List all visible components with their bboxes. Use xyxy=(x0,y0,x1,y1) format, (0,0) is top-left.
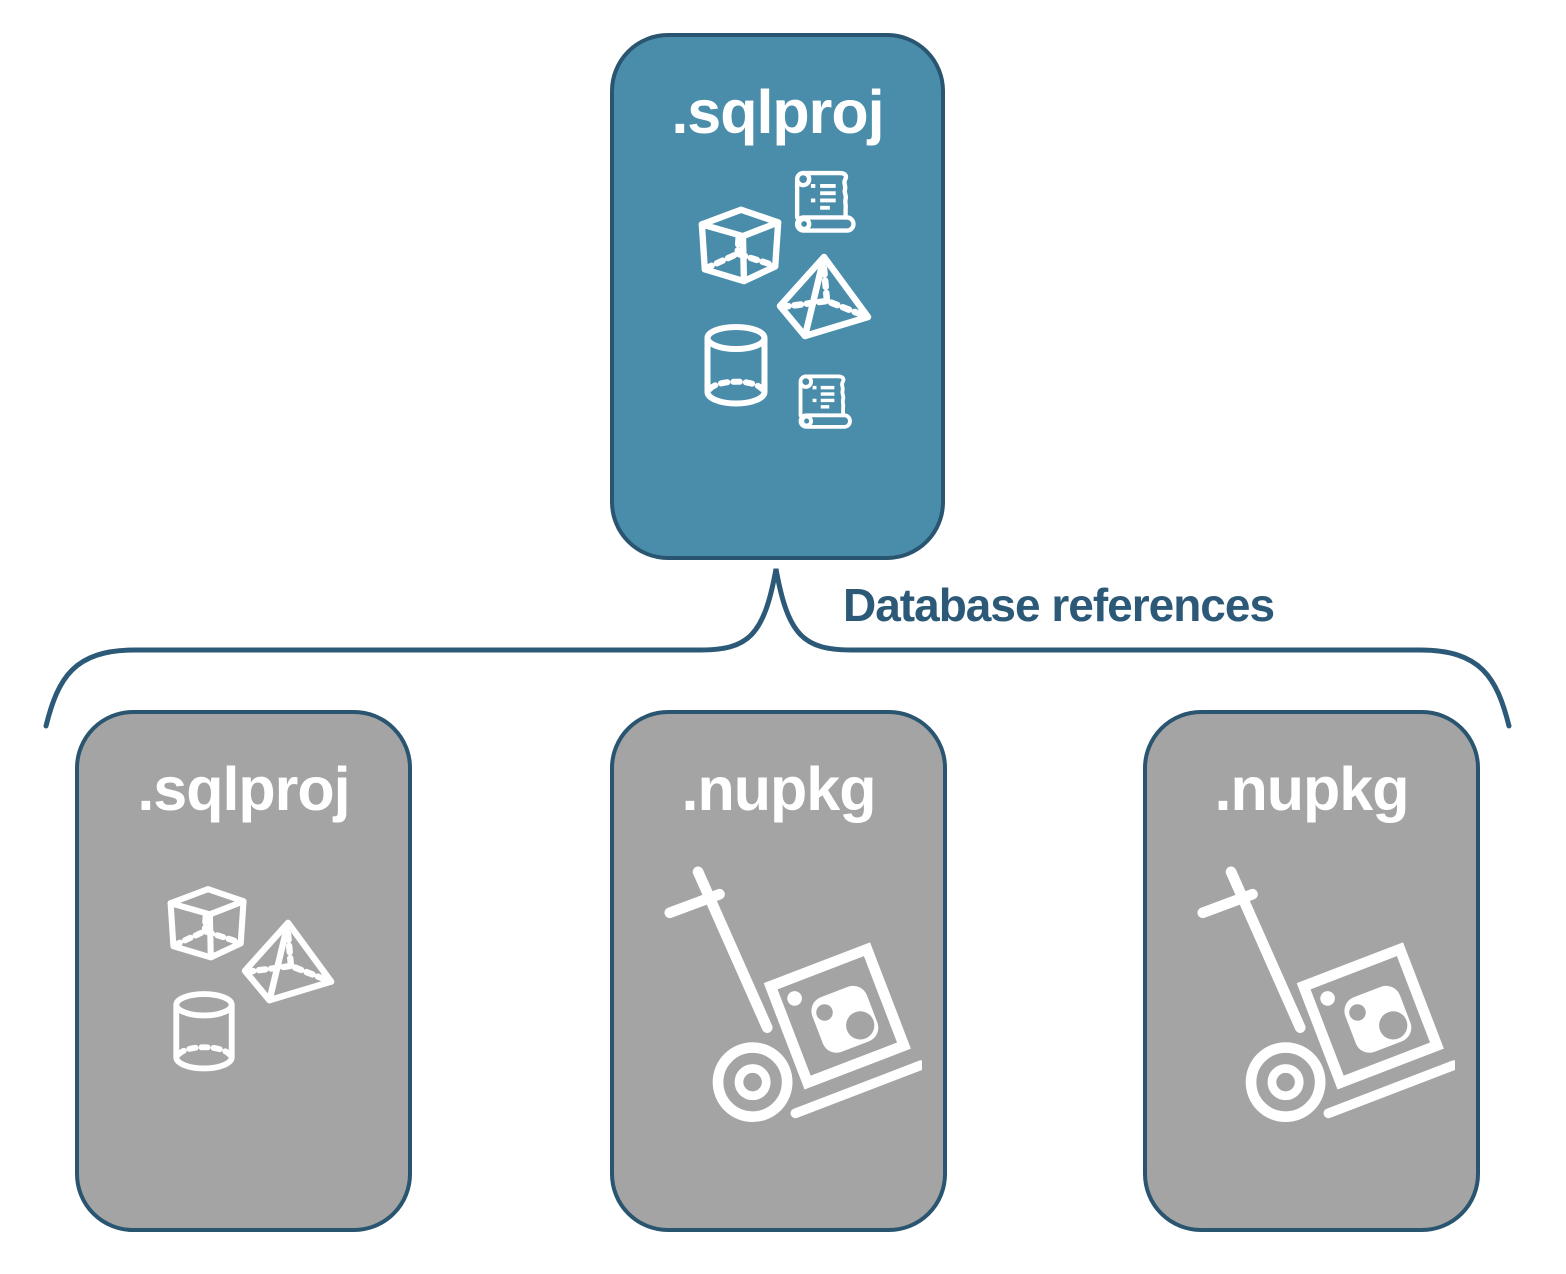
nuget-handtruck-icon xyxy=(664,862,922,1127)
sqlproj-parent-card: .sqlproj xyxy=(610,33,945,560)
nupkg-child-card-2: .nupkg xyxy=(1143,710,1480,1232)
pyramid-icon xyxy=(237,917,343,1011)
card-title: .sqlproj xyxy=(671,78,884,146)
pyramid-icon xyxy=(772,251,880,347)
sqlproj-child-card: .sqlproj xyxy=(75,710,412,1232)
card-title: .nupkg xyxy=(681,755,877,823)
nupkg-child-card-1: .nupkg xyxy=(610,710,947,1232)
connector-label: Database references xyxy=(843,579,1275,631)
scroll-icon xyxy=(798,374,852,429)
card-title: .nupkg xyxy=(1214,755,1410,823)
scroll-icon xyxy=(790,167,860,233)
cylinder-icon xyxy=(700,323,772,409)
cylinder-icon xyxy=(169,990,239,1074)
nuget-handtruck-icon xyxy=(1197,862,1455,1127)
card-title: .sqlproj xyxy=(137,755,350,823)
